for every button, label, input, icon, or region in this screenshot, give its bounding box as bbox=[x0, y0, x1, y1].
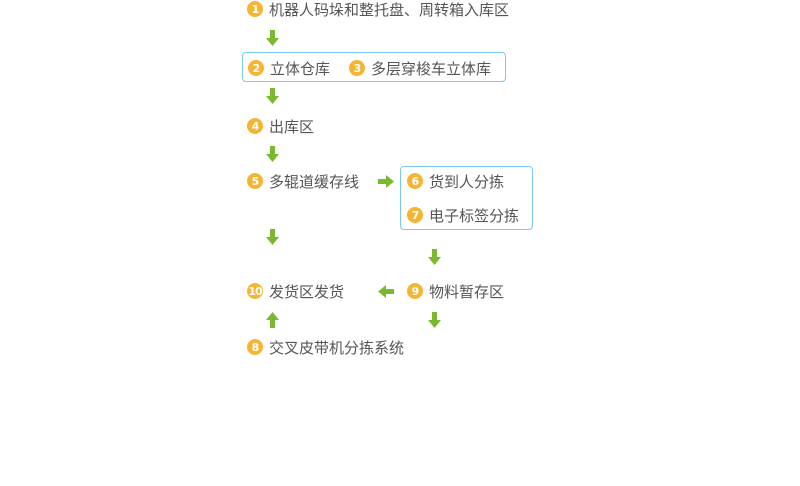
step-number-badge: 5 bbox=[247, 173, 263, 189]
step-label: 货到人分拣 bbox=[429, 172, 505, 191]
step-5: 5 多辊道缓存线 bbox=[247, 171, 359, 191]
step-10: 10 发货区发货 bbox=[247, 281, 344, 301]
step-3: 3 多层穿梭车立体库 bbox=[349, 58, 491, 78]
step-number-badge: 6 bbox=[407, 173, 423, 189]
step-7: 7 电子标签分拣 bbox=[407, 205, 519, 225]
picking-group-box bbox=[400, 166, 533, 230]
arrow-down-icon bbox=[266, 229, 279, 245]
step-number-badge: 7 bbox=[407, 207, 423, 223]
step-2: 2 立体仓库 bbox=[248, 58, 330, 78]
step-number-badge: 9 bbox=[407, 283, 423, 299]
step-1: 1 机器人码垛和整托盘、周转箱入库区 bbox=[247, 0, 509, 19]
step-label: 多辊道缓存线 bbox=[269, 172, 360, 191]
step-number-badge: 1 bbox=[247, 1, 263, 17]
arrow-down-icon bbox=[428, 312, 441, 328]
step-number-badge: 8 bbox=[247, 339, 263, 355]
step-label: 发货区发货 bbox=[269, 282, 345, 301]
step-number-badge: 10 bbox=[247, 283, 263, 299]
step-8: 8 交叉皮带机分拣系统 bbox=[247, 337, 404, 357]
arrow-down-icon bbox=[266, 30, 279, 46]
step-number-badge: 4 bbox=[247, 118, 263, 134]
arrow-left-icon bbox=[378, 285, 394, 298]
step-label: 立体仓库 bbox=[270, 59, 331, 78]
storage-group-box bbox=[242, 52, 506, 82]
arrow-up-icon bbox=[266, 312, 279, 328]
arrow-down-icon bbox=[266, 88, 279, 104]
step-label: 多层穿梭车立体库 bbox=[371, 59, 492, 78]
step-6: 6 货到人分拣 bbox=[407, 171, 504, 191]
step-9: 9 物料暂存区 bbox=[407, 281, 504, 301]
step-label: 电子标签分拣 bbox=[429, 206, 520, 225]
arrow-down-icon bbox=[266, 146, 279, 162]
step-number-badge: 3 bbox=[349, 60, 365, 76]
step-label: 出库区 bbox=[269, 117, 315, 136]
arrow-down-icon bbox=[428, 249, 441, 265]
arrow-right-icon bbox=[378, 175, 394, 188]
step-number-badge: 2 bbox=[248, 60, 264, 76]
step-4: 4 出库区 bbox=[247, 116, 314, 136]
step-label: 机器人码垛和整托盘、周转箱入库区 bbox=[269, 0, 510, 19]
step-label: 交叉皮带机分拣系统 bbox=[269, 338, 405, 357]
step-label: 物料暂存区 bbox=[429, 282, 505, 301]
